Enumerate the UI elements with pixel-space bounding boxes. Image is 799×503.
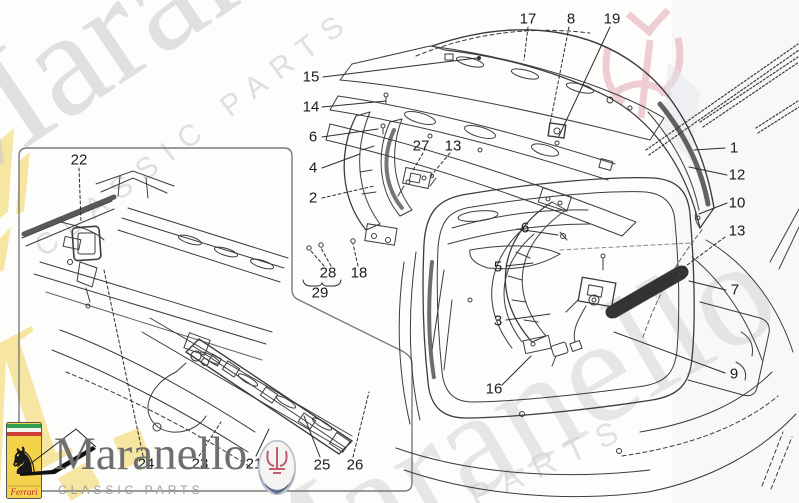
- part-label-13[interactable]: 13: [444, 137, 462, 155]
- part-label-4[interactable]: 4: [308, 159, 318, 177]
- footer-brand-tagline: CLASSIC PARTS: [58, 483, 204, 497]
- badge-lower: [260, 473, 294, 494]
- part-label-9[interactable]: 9: [729, 365, 739, 383]
- brace-28-29: [302, 279, 342, 287]
- stripe-green: [7, 424, 41, 428]
- inset-rear-shelf: [21, 170, 354, 469]
- part-label-14[interactable]: 14: [302, 98, 320, 116]
- logo-swoosh: [20, 428, 97, 476]
- part-label-7[interactable]: 7: [730, 281, 740, 299]
- part-label-23[interactable]: 23: [191, 455, 209, 473]
- leader-lines: [78, 26, 728, 458]
- part-label-18[interactable]: 18: [350, 264, 368, 282]
- shield-field: [6, 422, 42, 499]
- shield-label: Ferrari: [10, 487, 38, 497]
- drawing-layer: [18, 26, 799, 498]
- part-label-5[interactable]: 5: [493, 258, 503, 276]
- footer-brand-name[interactable]: Maranello: [54, 428, 248, 480]
- glass-hatching: [645, 43, 799, 156]
- blue-watermark-fragment: [662, 62, 700, 162]
- boot-lid-drawing: [306, 29, 799, 498]
- stripe-red: [7, 432, 41, 436]
- part-label-19[interactable]: 19: [603, 10, 621, 28]
- maserati-badge[interactable]: MASERATI: [258, 440, 296, 495]
- badge-label: MASERATI: [264, 480, 290, 485]
- part-label-27[interactable]: 27: [412, 137, 430, 155]
- part-label-2[interactable]: 2: [308, 189, 318, 207]
- part-label-6[interactable]: 6: [308, 128, 318, 146]
- part-label-17[interactable]: 17: [519, 10, 537, 28]
- part-label-16[interactable]: 16: [485, 380, 503, 398]
- part-label-6[interactable]: 6: [520, 219, 530, 237]
- trident-icon: [266, 447, 288, 474]
- part-label-3[interactable]: 3: [493, 312, 503, 330]
- part-label-28[interactable]: 28: [319, 264, 337, 282]
- stripe-white: [7, 428, 41, 432]
- part-label-26[interactable]: 26: [346, 456, 364, 474]
- part-label-13[interactable]: 13: [728, 222, 746, 240]
- part-label-12[interactable]: 12: [728, 166, 746, 184]
- part-label-29[interactable]: 29: [311, 284, 329, 302]
- ferrari-shield-logo[interactable]: ♞ Ferrari: [6, 422, 42, 499]
- part-label-22[interactable]: 22: [70, 151, 88, 169]
- part-label-1[interactable]: 1: [729, 139, 739, 157]
- part-label-24[interactable]: 24: [137, 455, 155, 473]
- part-label-10[interactable]: 10: [728, 194, 746, 212]
- part-label-25[interactable]: 25: [313, 456, 331, 474]
- prancing-horse-icon: ♞: [7, 441, 41, 483]
- part-label-15[interactable]: 15: [302, 68, 320, 86]
- part-label-8[interactable]: 8: [566, 10, 576, 28]
